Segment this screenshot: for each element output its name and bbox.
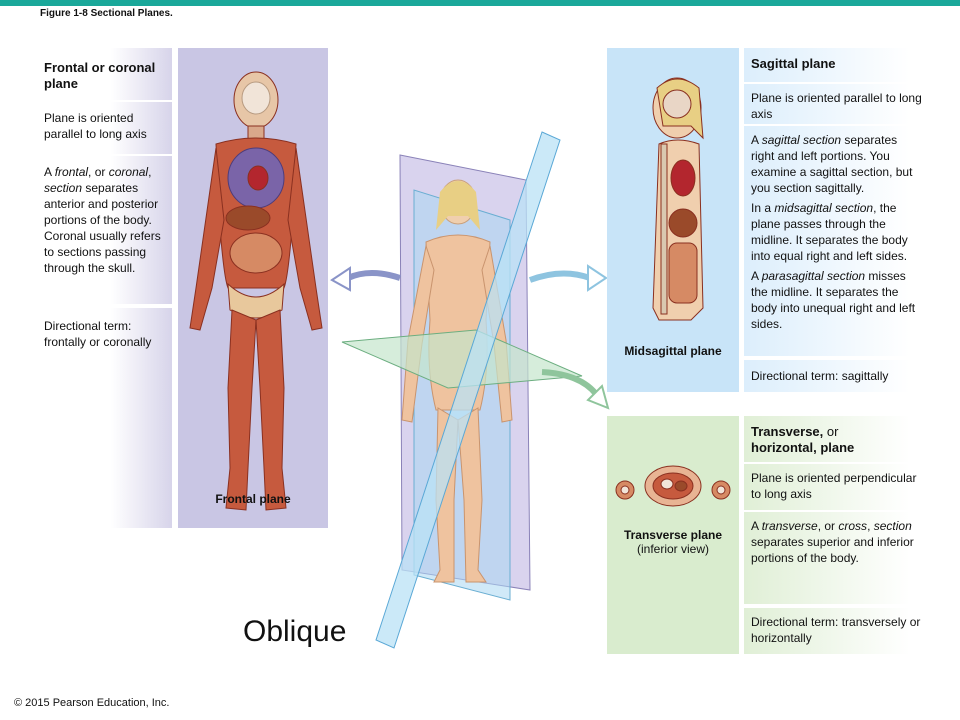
sagittal-def-text: separates right and left portions. You e…	[751, 133, 913, 195]
transverse-orientation-box: Plane is oriented perpendicular to long …	[744, 464, 928, 510]
arrow-right-icon	[528, 264, 608, 292]
oblique-label: Oblique	[243, 615, 347, 648]
transverse-panel-sublabel: (inferior view)	[636, 542, 709, 556]
sagittal-def-term: sagittal section	[761, 133, 842, 147]
parasagittal-def-term: parasagittal section	[761, 269, 866, 283]
parasagittal-def-text: A	[751, 269, 762, 283]
parasagittal-definition: A parasagittal section misses the midlin…	[751, 268, 922, 332]
midsagittal-body-illustration	[652, 77, 704, 321]
transverse-heading-or: or	[823, 424, 839, 439]
frontal-def-term: section	[44, 181, 83, 195]
frontal-def-text: separates anterior and posterior portion…	[44, 181, 161, 275]
transverse-plane-label: Transverse plane (inferior view)	[607, 528, 739, 556]
transverse-plane-panel: Transverse plane (inferior view)	[607, 416, 739, 654]
sagittal-plane-panel: Midsagittal plane	[607, 48, 739, 392]
frontal-directional-term: Directional term: frontally or coronally	[44, 319, 152, 349]
transverse-orientation: Plane is oriented perpendicular to long …	[751, 471, 917, 501]
sagittal-directional-term: Directional term: sagittally	[751, 369, 889, 383]
transverse-def-term: cross	[838, 519, 868, 533]
transverse-def-text: ,	[867, 519, 874, 533]
transverse-heading-2: horizontal, plane	[751, 440, 855, 455]
transverse-panel-label: Transverse plane	[623, 528, 723, 542]
sagittal-orientation: Plane is oriented parallel to long axis	[751, 91, 922, 121]
midsagittal-def-term: midsagittal section	[774, 201, 874, 215]
transverse-directional-term: Directional term: transversely or horizo…	[751, 615, 921, 645]
center-planes-illustration	[341, 131, 583, 649]
arrow-down-right-icon	[541, 369, 610, 410]
sagittal-definition-box: A sagittal section separates right and l…	[744, 126, 928, 356]
midsagittal-plane-label: Midsagittal plane	[624, 344, 722, 358]
transverse-def-term: transverse	[761, 519, 818, 533]
sagittal-definition: A sagittal section separates right and l…	[751, 132, 922, 196]
transverse-def-text: , or	[817, 519, 839, 533]
frontal-definition-box: A frontal, or coronal, section separates…	[36, 156, 172, 304]
transverse-def-term: section	[873, 519, 912, 533]
transverse-heading: Transverse,	[751, 424, 824, 439]
frontal-plane-panel: Frontal plane	[178, 48, 328, 528]
frontal-orientation-box: Plane is oriented parallel to long axis	[36, 102, 172, 154]
transverse-def-text: A	[751, 519, 762, 533]
sagittal-heading: Sagittal plane	[751, 56, 836, 71]
midsagittal-definition: In a midsagittal section, the plane pass…	[751, 200, 922, 264]
midsagittal-def-text: In a	[751, 201, 775, 215]
frontal-def-text: , or	[88, 165, 109, 179]
parasagittal-def-text: misses the midline. It separates the bod…	[751, 269, 916, 331]
frontal-def-text: ,	[148, 165, 152, 179]
sagittal-orientation-box: Plane is oriented parallel to long axis	[744, 84, 928, 124]
copyright-notice: © 2015 Pearson Education, Inc.	[14, 697, 170, 709]
sagittal-def-text: A	[751, 133, 762, 147]
frontal-def-text: A	[44, 165, 55, 179]
top-accent-bar	[0, 0, 960, 6]
transverse-heading-box: Transverse, or horizontal, plane	[744, 416, 928, 462]
frontal-orientation: Plane is oriented parallel to long axis	[44, 111, 147, 141]
transverse-def-text: separates superior and inferior portions…	[751, 535, 914, 565]
transverse-definition-box: A transverse, or cross, section separate…	[744, 512, 928, 604]
frontal-def-term: frontal	[54, 165, 89, 179]
frontal-plane-label: Frontal plane	[215, 492, 291, 506]
transverse-directional-box: Directional term: transversely or horizo…	[744, 608, 928, 654]
sagittal-directional-box: Directional term: sagittally	[744, 360, 928, 392]
frontal-heading: Frontal or coronal plane	[44, 60, 156, 91]
frontal-body-illustration	[189, 71, 323, 511]
frontal-def-term: coronal	[108, 165, 149, 179]
sagittal-heading-box: Sagittal plane	[744, 48, 928, 82]
midsagittal-def-text: , the plane passes through the midline. …	[751, 201, 908, 263]
frontal-directional-box: Directional term: frontally or coronally	[36, 308, 172, 528]
transverse-section-illustration	[615, 465, 731, 507]
arrow-left-icon	[330, 266, 401, 292]
oblique-plane-shape	[375, 131, 561, 649]
transverse-plane-shape	[341, 329, 583, 389]
figure-title: Figure 1-8 Sectional Planes.	[40, 8, 173, 19]
frontal-heading-box: Frontal or coronal plane	[36, 48, 172, 100]
